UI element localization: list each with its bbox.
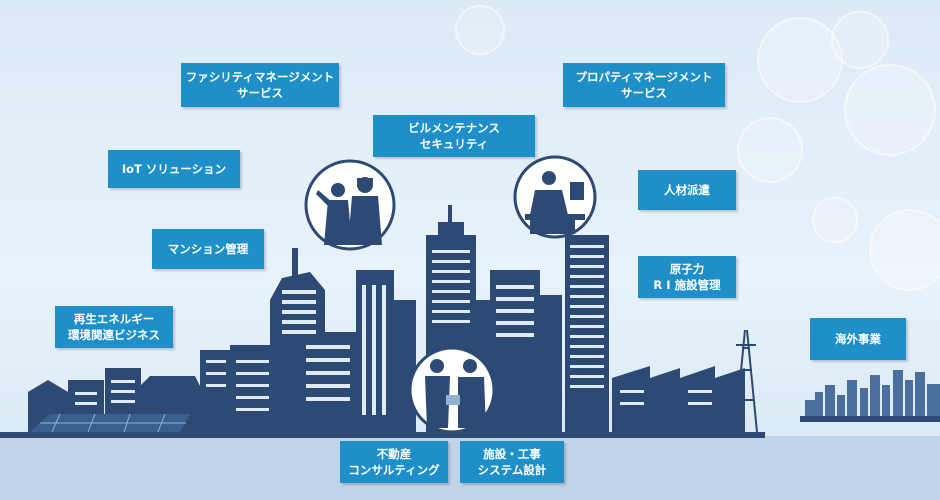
solar-panels bbox=[30, 413, 190, 433]
label-iot-solution: IoT ソリューション bbox=[108, 150, 240, 188]
label-text-line2: システム設計 bbox=[477, 463, 547, 477]
label-mansion-management: マンション管理 bbox=[152, 229, 264, 269]
overseas-skyline bbox=[805, 370, 940, 416]
street-line bbox=[0, 432, 765, 438]
label-text-line1: プロパティマネージメント bbox=[575, 70, 713, 84]
label-text-line2: R I 施設管理 bbox=[653, 278, 721, 292]
label-staffing: 人材派遣 bbox=[638, 170, 736, 210]
label-text-line2: 環境関連ビジネス bbox=[68, 328, 160, 342]
label-text-line2: コンサルティング bbox=[348, 463, 440, 477]
label-real-estate-consulting: 不動産 コンサルティング bbox=[340, 441, 448, 483]
label-text-line1: 人材派遣 bbox=[664, 183, 710, 197]
label-text-line1: 施設・工事 bbox=[483, 447, 541, 461]
label-construction-system-design: 施設・工事 システム設計 bbox=[460, 441, 564, 483]
label-text-line2: サービス bbox=[237, 86, 283, 100]
bokeh-decoration bbox=[455, 5, 940, 291]
label-text-line1: マンション管理 bbox=[167, 242, 249, 256]
security-guards-icon bbox=[304, 159, 396, 251]
label-text-line2: サービス bbox=[621, 86, 667, 100]
label-renewable-energy: 再生エネルギー 環境関連ビジネス bbox=[55, 306, 173, 348]
label-text-line2: セキュリティ bbox=[419, 137, 489, 151]
label-nuclear-ri-facility: 原子力 R I 施設管理 bbox=[638, 256, 736, 298]
office-worker-icon bbox=[513, 155, 597, 239]
building-windows bbox=[75, 245, 712, 415]
power-tower bbox=[734, 329, 758, 433]
label-text-line1: ビルメンテナンス bbox=[408, 121, 500, 135]
label-property-management: プロパティマネージメント サービス bbox=[563, 63, 725, 107]
label-text-line1: IoT ソリューション bbox=[121, 162, 227, 176]
label-building-maintenance: ビルメンテナンス セキュリティ bbox=[373, 115, 535, 157]
business-people-icon bbox=[408, 346, 496, 434]
label-text-line1: 原子力 bbox=[669, 262, 705, 276]
label-text-line1: 不動産 bbox=[376, 447, 412, 461]
label-overseas-business: 海外事業 bbox=[810, 318, 906, 360]
label-text-line1: 海外事業 bbox=[835, 332, 881, 346]
label-text-line1: 再生エネルギー bbox=[73, 312, 155, 326]
label-text-line1: ファシリティマネージメント bbox=[185, 70, 335, 84]
label-facility-management: ファシリティマネージメント サービス bbox=[181, 63, 339, 107]
